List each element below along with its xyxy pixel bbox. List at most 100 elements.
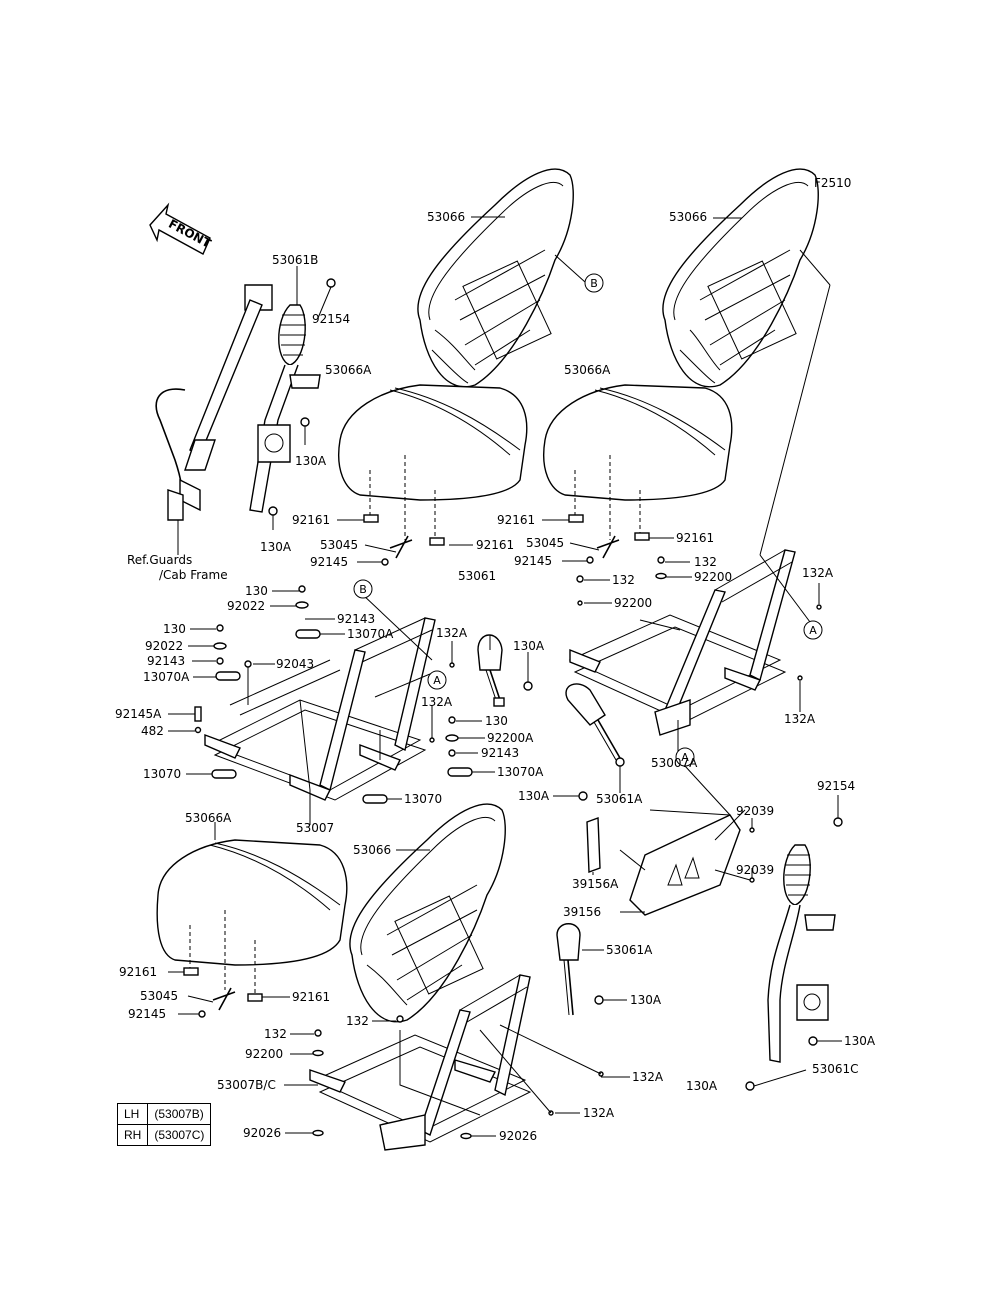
diagram-id: F2510 xyxy=(814,176,851,190)
label-132a-middle-a: 132A xyxy=(436,626,468,640)
label-92143-c: 92143 xyxy=(481,746,519,760)
variant-table: LH (53007B) RH (53007C) xyxy=(116,1103,212,1146)
label-132-middle-right: 132 xyxy=(612,573,635,587)
label-130a-right-bottom: 130A xyxy=(686,1079,718,1093)
label-130a-bottom-buckle: 130A xyxy=(630,993,662,1007)
label-132-bottom-b: 132 xyxy=(346,1014,369,1028)
label-132a-right-bottom: 132A xyxy=(784,712,816,726)
label-92022-a: 92022 xyxy=(227,599,265,613)
label-53066-bottom: 53066 xyxy=(353,843,391,857)
label-92200-bottom: 92200 xyxy=(245,1047,283,1061)
callout-a-bracket: A xyxy=(675,747,695,767)
label-132a-middle-b: 132A xyxy=(421,695,453,709)
label-130-b: 130 xyxy=(163,622,186,636)
label-92026-a: 92026 xyxy=(243,1126,281,1140)
variant-part: (53007B) xyxy=(147,1103,212,1125)
label-132a-bottom-a: 132A xyxy=(632,1070,664,1084)
label-53066a-top-right: 53066A xyxy=(564,363,611,377)
svg-text:A: A xyxy=(681,751,689,764)
svg-text:B: B xyxy=(590,277,598,290)
front-arrow-icon: FRONT xyxy=(149,202,214,255)
label-53007bc: 53007B/C xyxy=(217,1078,276,1092)
svg-text:A: A xyxy=(433,674,441,687)
label-53007: 53007 xyxy=(296,821,334,835)
label-92143-b: 92143 xyxy=(147,654,185,668)
label-92200-b: 92200 xyxy=(614,596,652,610)
label-92026-b: 92026 xyxy=(499,1129,537,1143)
svg-text:A: A xyxy=(809,624,817,637)
label-13070-a: 13070 xyxy=(143,767,181,781)
label-132a-right-top: 132A xyxy=(802,566,834,580)
seat-frame-left-middle xyxy=(204,617,436,801)
label-13070a-c: 13070A xyxy=(497,765,544,779)
callout-b-middle: B xyxy=(353,579,373,599)
label-53066-top-right: 53066 xyxy=(669,210,707,224)
label-132-bottom-a: 132 xyxy=(264,1027,287,1041)
seat-cushion-left-top xyxy=(338,384,528,540)
label-92161-c: 92161 xyxy=(497,513,535,527)
label-92161-e: 92161 xyxy=(119,965,157,979)
label-92154-right: 92154 xyxy=(817,779,855,793)
buckle-middle-right xyxy=(565,683,625,801)
ref-label-line1: Ref.Guards xyxy=(127,553,192,567)
buckle-middle xyxy=(477,634,533,707)
seat-back-left-top xyxy=(417,168,574,388)
label-92161-f: 92161 xyxy=(292,990,330,1004)
label-53045-top-right: 53045 xyxy=(526,536,564,550)
seat-cushion-bottom xyxy=(156,839,348,995)
variant-part: (53007C) xyxy=(147,1124,212,1146)
label-53066a-bottom: 53066A xyxy=(185,811,232,825)
guard-and-belt-left xyxy=(155,278,336,555)
seat-frame-right-middle xyxy=(568,549,796,736)
variant-row: RH (53007C) xyxy=(116,1124,212,1146)
label-92200-a: 92200 xyxy=(694,570,732,584)
buckle-bottom xyxy=(556,923,604,1016)
label-53061b: 53061B xyxy=(272,253,318,267)
leader-lines xyxy=(168,216,842,1137)
seat-frame-bottom xyxy=(309,974,532,1151)
label-53045-bottom: 53045 xyxy=(140,989,178,1003)
label-92145-top-left: 92145 xyxy=(310,555,348,569)
label-39156a: 39156A xyxy=(572,877,619,891)
label-132-top-right: 132 xyxy=(694,555,717,569)
label-53061: 53061 xyxy=(458,569,496,583)
label-53066-top-left: 53066 xyxy=(427,210,465,224)
callout-a-middle: A xyxy=(427,670,447,690)
svg-text:B: B xyxy=(359,583,367,596)
label-92143-a: 92143 xyxy=(337,612,375,626)
label-92039-b: 92039 xyxy=(736,863,774,877)
label-482: 482 xyxy=(141,724,164,738)
bracket-39156 xyxy=(586,809,755,916)
label-92161-b: 92161 xyxy=(476,538,514,552)
variant-side: RH xyxy=(116,1124,149,1146)
label-13070a-a: 13070A xyxy=(347,627,394,641)
variant-side: LH xyxy=(116,1103,149,1125)
label-92043: 92043 xyxy=(276,657,314,671)
label-132a-bottom-b: 132A xyxy=(583,1106,615,1120)
label-53061a-middle: 53061A xyxy=(596,792,643,806)
label-92161-a: 92161 xyxy=(292,513,330,527)
seat-cushion-right-top xyxy=(543,384,733,540)
label-92145-bottom: 92145 xyxy=(128,1007,166,1021)
label-92154-left: 92154 xyxy=(312,312,350,326)
label-13070-b: 13070 xyxy=(404,792,442,806)
ref-label-line2: /Cab Frame xyxy=(159,568,228,582)
callout-b-top: B xyxy=(584,273,604,293)
label-53007a: 53007A xyxy=(651,756,698,770)
label-92039-a: 92039 xyxy=(736,804,774,818)
label-92161-d: 92161 xyxy=(676,531,714,545)
label-130-c: 130 xyxy=(485,714,508,728)
seat-back-bottom xyxy=(349,803,506,1023)
label-130a-right-belt: 130A xyxy=(844,1034,876,1048)
variant-row: LH (53007B) xyxy=(116,1103,212,1125)
label-13070a-b: 13070A xyxy=(143,670,190,684)
label-130a-middle: 130A xyxy=(513,639,545,653)
label-92200a: 92200A xyxy=(487,731,534,745)
label-53045-top-left: 53045 xyxy=(320,538,358,552)
label-92145a: 92145A xyxy=(115,707,162,721)
belt-right xyxy=(745,817,843,1091)
label-130-a: 130 xyxy=(245,584,268,598)
label-130a-upper-left: 130A xyxy=(295,454,327,468)
